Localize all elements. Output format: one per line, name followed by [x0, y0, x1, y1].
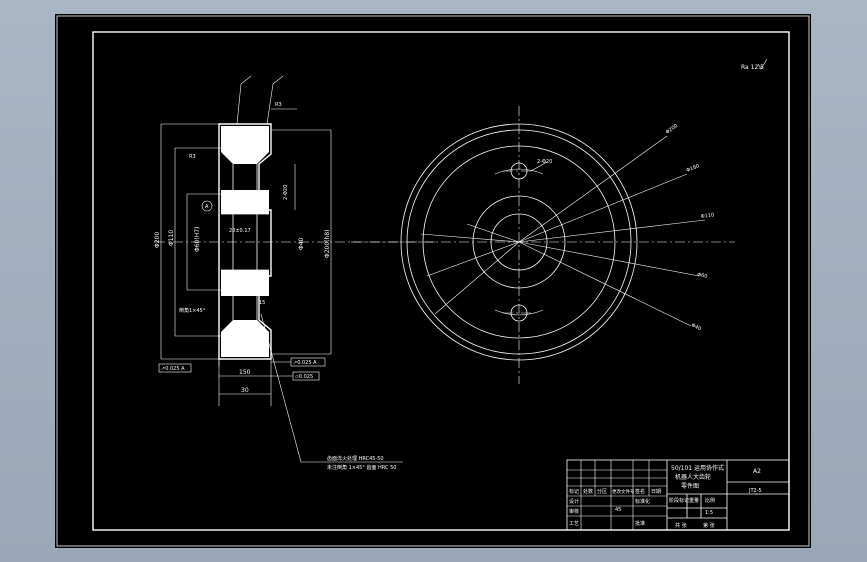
leader-note-1: 齿面淬火处理 HRC45-50 — [327, 455, 384, 462]
runout-left: ↗0.025 A — [161, 366, 185, 372]
leader-d3 — [518, 219, 706, 243]
hatch-lower-rim — [221, 320, 269, 357]
section-view: 150 30 Φ200 Φ110 Φ60(H7) Φ40 Φ200(h8) 2-… — [154, 75, 435, 471]
dim-rim: Φ200(h8) — [324, 230, 331, 258]
tb-row-process: 工艺 — [569, 521, 579, 527]
leader-d1 — [518, 135, 668, 243]
circle-bore — [490, 213, 548, 271]
tb-std: 标准化 — [635, 498, 650, 505]
front-d4: Φ60 — [697, 272, 708, 280]
flatness: ⏥0.025 — [295, 374, 313, 380]
hatch-upper-hub — [221, 190, 269, 214]
tb-col-sign: 签名 — [635, 488, 645, 495]
front-d1: Φ200 — [665, 123, 679, 136]
dim-outer: Φ200 — [154, 232, 161, 248]
dim-hole-d: 2-Φ20 — [283, 185, 289, 200]
surface-roughness-mark: Ra 12.5 — [741, 58, 768, 71]
notes-leader — [260, 313, 403, 463]
outer-border — [56, 15, 810, 547]
dim-slot-r: R3 — [189, 154, 196, 160]
dim-bore: Φ60(H7) — [194, 227, 201, 252]
dim-150: 150 — [239, 369, 251, 376]
leader-d4 — [518, 241, 700, 277]
cad-drawing-canvas: Ra 12.5 150 30 Φ200 — [56, 15, 810, 547]
datum-circle — [201, 200, 213, 212]
dim-mid: Φ110 — [168, 230, 175, 246]
tb-title-3: 零件图 — [681, 482, 699, 490]
circle-outer — [400, 123, 638, 361]
roughness-label: Ra 12.5 — [741, 64, 764, 71]
leader-top-right — [266, 75, 284, 125]
tb-col-file: 更改文件号 — [612, 488, 635, 495]
tb-scale: 1:5 — [705, 510, 713, 516]
title-block-frame — [566, 459, 790, 531]
tb-approve: 批准 — [635, 520, 645, 527]
tb-material: 45 — [615, 507, 621, 513]
runout-right: ↗0.025 A — [293, 360, 317, 366]
inner-border — [92, 31, 790, 531]
hatch-lower-hub — [221, 270, 269, 296]
tb-sheet-size: A2 — [753, 468, 761, 475]
roughness-check-icon — [757, 58, 768, 70]
hatch-upper-rim — [221, 126, 269, 164]
tb-index: 第 张 — [703, 522, 715, 529]
tb-col-date: 日期 — [651, 489, 661, 495]
circle-tip — [406, 129, 632, 355]
front-view: Φ200 Φ180 Φ110 Φ60 Φ40 2-Φ20 — [351, 106, 735, 384]
dim-30: 30 — [241, 387, 249, 394]
front-hole: 2-Φ20 — [537, 159, 552, 165]
tb-stage: 阶段标记 — [669, 497, 689, 504]
tb-title-1: 50/101 运用协作式 — [671, 464, 724, 472]
top-small-label: R3 — [275, 102, 282, 108]
leader-d2 — [518, 173, 688, 243]
runout-frame-left — [158, 363, 192, 373]
circle-hub — [472, 195, 566, 289]
dim-chamfer-w: 15 — [259, 300, 265, 306]
chamfer-note: 倒角1×45° — [179, 307, 206, 314]
tb-col-count: 处数 — [583, 488, 593, 495]
tb-col-zone: 分区 — [597, 488, 607, 495]
tb-row-mark: 标记 — [569, 488, 579, 495]
title-block: 标记 设计 审核 工艺 处数 分区 更改文件号 签名 日期 标准化 批准 50/… — [566, 459, 790, 531]
leader-d5 — [518, 241, 692, 327]
tb-drawing-no: JT2-5 — [748, 488, 762, 494]
leader-note-2: 未注倒角 1×45° 齿面 HRC 50 — [327, 464, 396, 471]
dim-hub-len: 20±0.17 — [229, 228, 251, 234]
tb-row-check: 审核 — [569, 508, 579, 515]
tb-title-2: 机器人大齿轮 — [675, 473, 711, 481]
tb-count: 共 张 — [675, 522, 687, 529]
front-d3: Φ110 — [701, 212, 715, 220]
circle-root — [422, 145, 616, 339]
tb-row-design: 设计 — [569, 498, 579, 505]
tb-scale-label: 比例 — [705, 497, 715, 504]
datum-label: A — [205, 204, 209, 210]
drawing-sheet: Ra 12.5 150 30 Φ200 — [55, 14, 811, 548]
tb-weight: 重量 — [689, 497, 699, 504]
front-d2: Φ180 — [686, 163, 701, 174]
dim-hub: Φ40 — [298, 237, 305, 250]
leader-top-left — [236, 75, 252, 125]
front-d5: Φ40 — [690, 322, 702, 332]
